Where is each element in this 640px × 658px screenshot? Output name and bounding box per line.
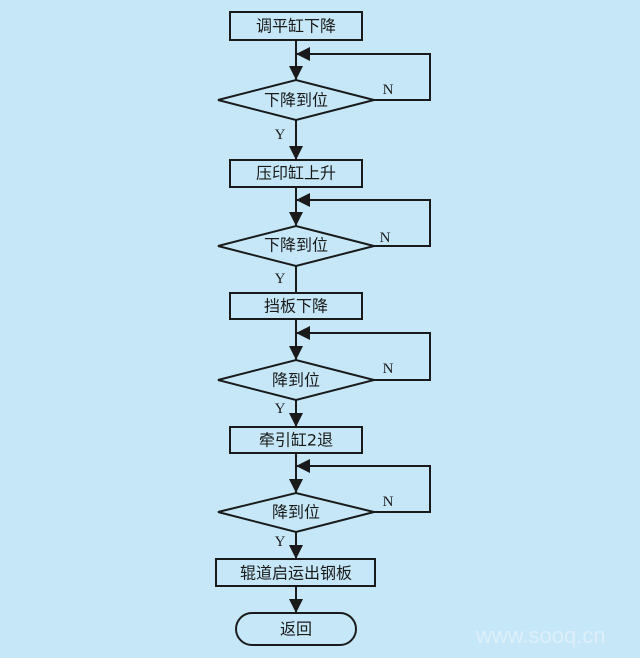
- process-step-1: 调平缸下降: [229, 11, 363, 41]
- decision-step-3: 降到位 N Y: [217, 358, 394, 417]
- no-label: N: [383, 82, 394, 98]
- process-label: 压印缸上升: [256, 164, 336, 183]
- connectors: [289, 40, 431, 613]
- process-step-2: 压印缸上升: [229, 159, 363, 188]
- yes-label: Y: [275, 401, 286, 417]
- decision-label: 降到位: [272, 503, 320, 522]
- process-step-4: 牵引缸2退: [229, 426, 363, 454]
- process-step-3: 挡板下降: [229, 292, 363, 320]
- process-label: 辊道启运出钢板: [240, 564, 352, 583]
- yes-label: Y: [275, 127, 286, 143]
- process-label: 牵引缸2退: [259, 431, 333, 450]
- decision-label: 下降到位: [264, 236, 328, 255]
- decision-label: 下降到位: [264, 91, 328, 110]
- process-label: 调平缸下降: [256, 17, 336, 36]
- terminal-step: 返回: [235, 612, 357, 646]
- decision-step-1: 下降到位 N Y: [217, 78, 394, 143]
- yes-label: Y: [275, 534, 286, 550]
- process-label: 挡板下降: [264, 297, 328, 316]
- no-label: N: [380, 230, 391, 246]
- terminal-label: 返回: [280, 620, 312, 639]
- watermark: www.sooq.cn: [475, 623, 606, 648]
- decision-step-4: 降到位 N Y: [217, 491, 394, 550]
- no-label: N: [383, 361, 394, 377]
- yes-label: Y: [275, 271, 286, 287]
- process-step-5: 辊道启运出钢板: [215, 558, 376, 587]
- decision-label: 降到位: [272, 371, 320, 390]
- decision-step-2: 下降到位 N Y: [217, 224, 391, 287]
- no-label: N: [383, 494, 394, 510]
